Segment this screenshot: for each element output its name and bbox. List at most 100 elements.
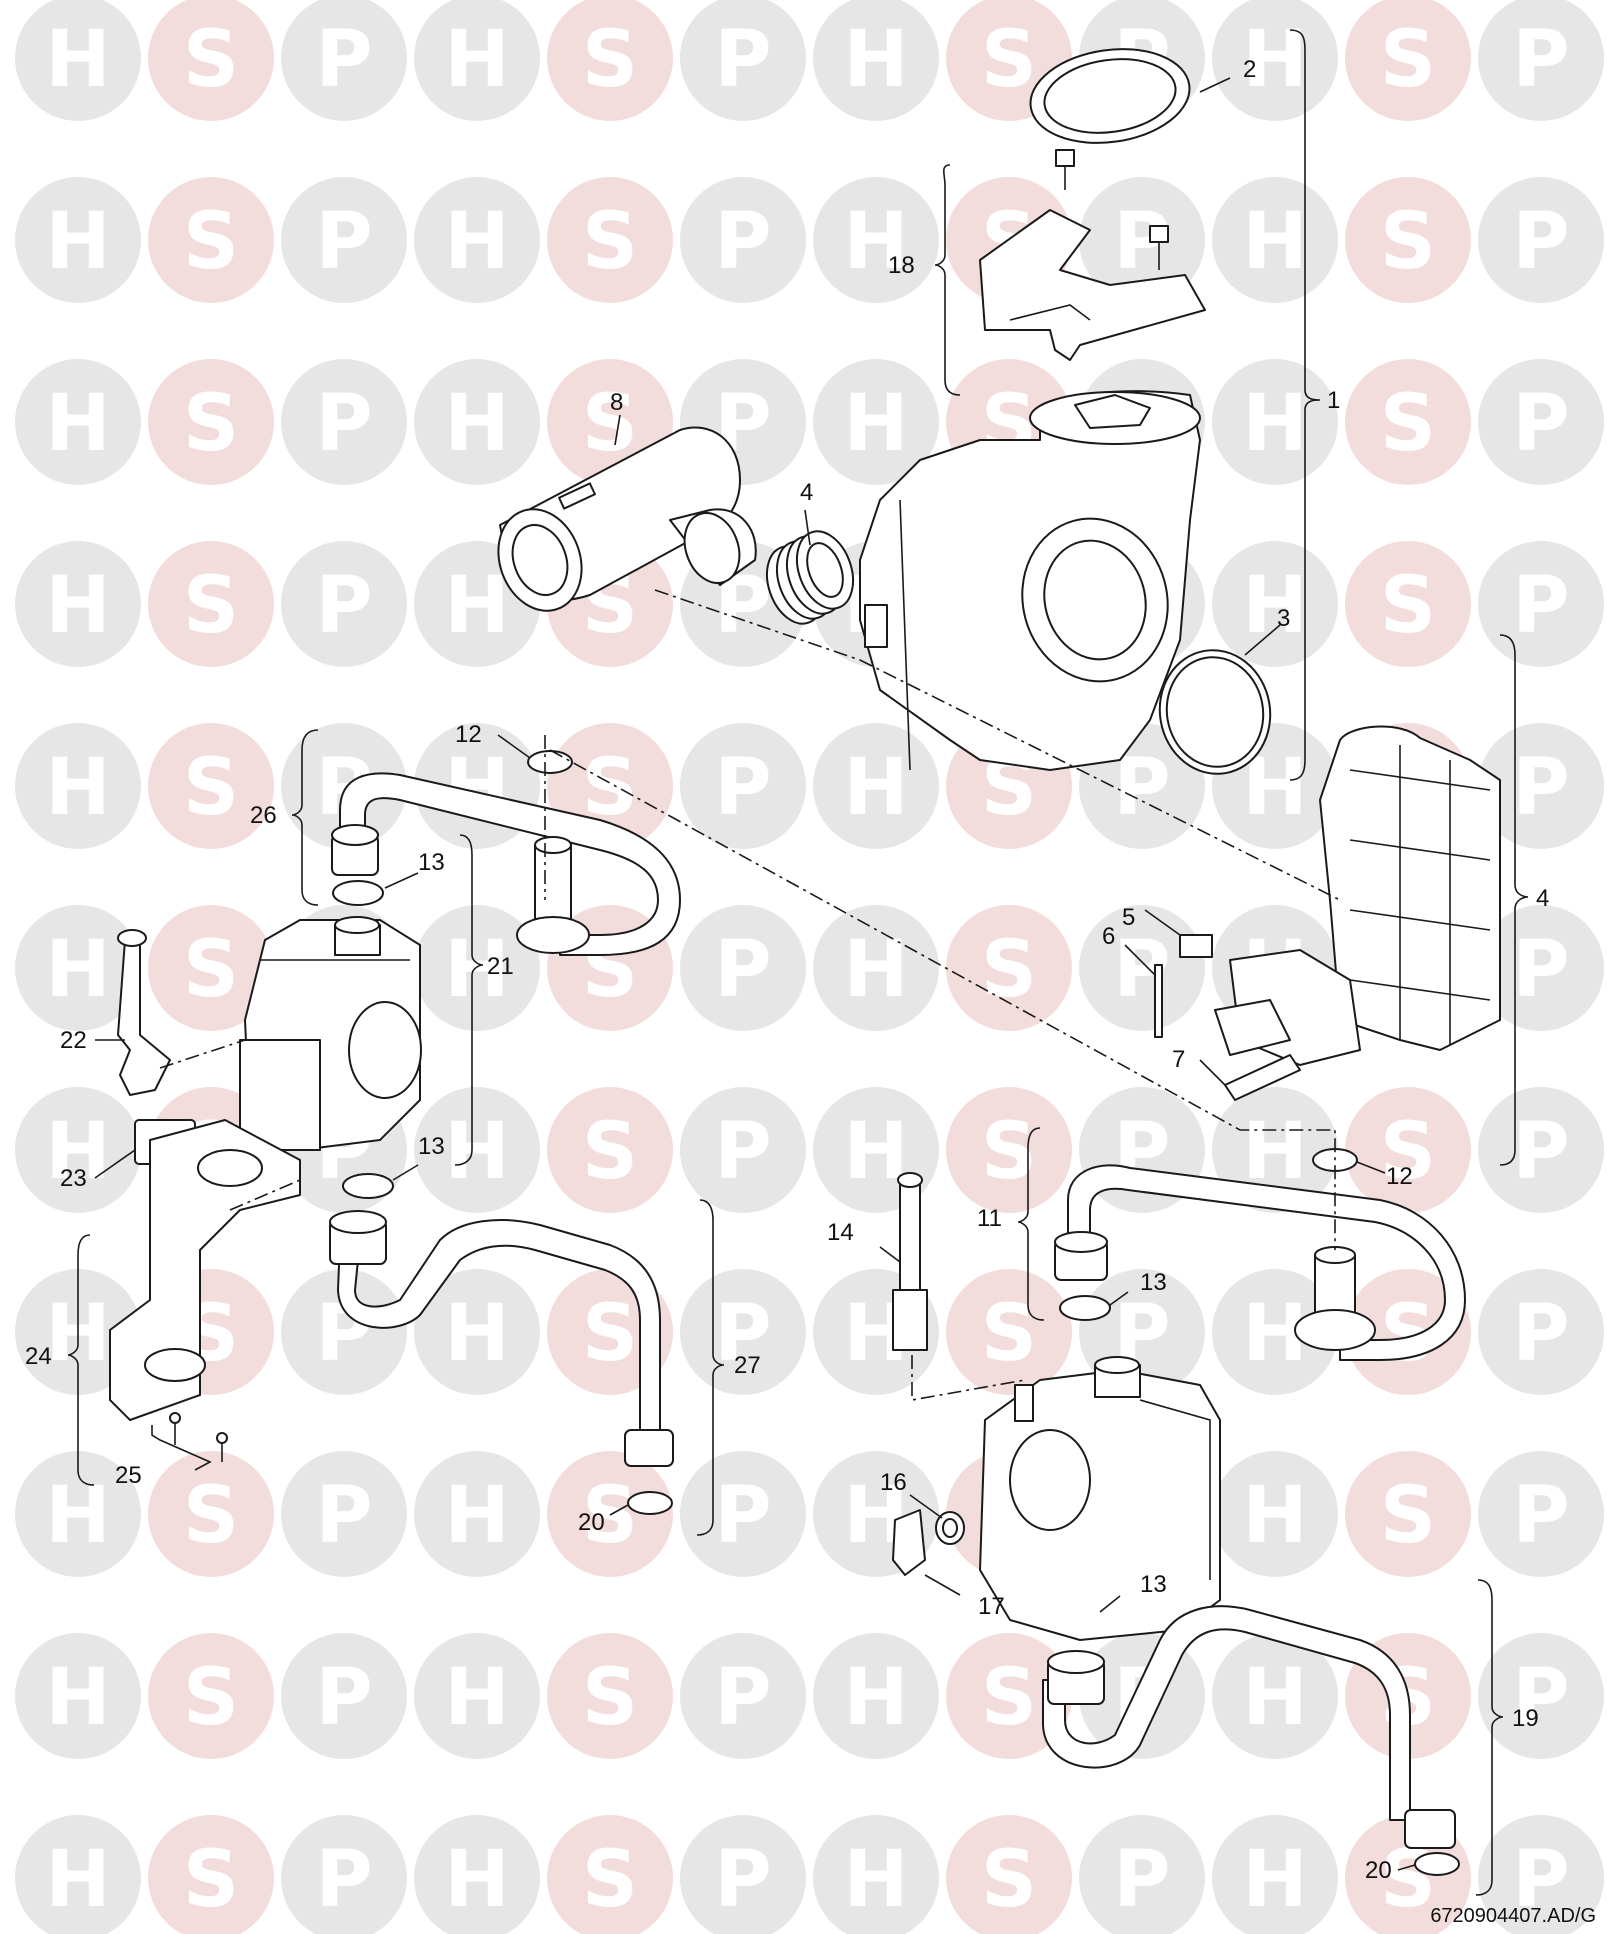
watermark-circle xyxy=(813,1633,939,1759)
air-intake-pipe-part xyxy=(497,426,757,612)
watermark-circle xyxy=(15,905,141,1031)
watermark-circle xyxy=(414,905,540,1031)
watermark-letter: H xyxy=(1242,561,1307,651)
watermark-letter: P xyxy=(1512,1289,1569,1379)
watermark-letter: H xyxy=(45,1471,110,1561)
watermark-letter: P xyxy=(1512,1835,1569,1925)
callout-13-c: 13 xyxy=(1140,1269,1167,1296)
watermark-letter: H xyxy=(843,379,908,469)
watermark-circle xyxy=(281,177,407,303)
watermark-circle xyxy=(680,0,806,121)
seal-ring-part xyxy=(1029,48,1191,144)
watermark-letter: S xyxy=(981,15,1037,105)
fan-housing-part xyxy=(859,390,1201,771)
watermark-circle xyxy=(680,1633,806,1759)
watermark-letter: H xyxy=(1242,1471,1307,1561)
watermark-letter: S xyxy=(1380,379,1436,469)
watermark-letter: P xyxy=(1113,1835,1170,1925)
callout-21: 21 xyxy=(487,953,514,980)
watermark-letter: S xyxy=(981,1835,1037,1925)
watermark-circle xyxy=(15,177,141,303)
watermark-letter: H xyxy=(45,15,110,105)
watermark-circle xyxy=(1079,177,1205,303)
watermark-circle xyxy=(414,0,540,121)
callout-3: 3 xyxy=(1277,605,1290,632)
watermark-letter: S xyxy=(582,1289,638,1379)
watermark-circle xyxy=(1478,1815,1604,1934)
watermark-circle xyxy=(547,1633,673,1759)
watermark-circle xyxy=(813,0,939,121)
watermark-letter: P xyxy=(1512,379,1569,469)
watermark-letter: S xyxy=(981,925,1037,1015)
watermark-circle xyxy=(15,0,141,121)
watermark-circle xyxy=(281,0,407,121)
watermark-circle xyxy=(1478,359,1604,485)
watermark-circle xyxy=(148,359,274,485)
gas-valve-right-part xyxy=(979,1356,1221,1641)
callout-17: 17 xyxy=(978,1593,1005,1620)
group-brackets xyxy=(67,29,1529,1896)
watermark-letter: H xyxy=(444,197,509,287)
watermark-circle xyxy=(1478,1451,1604,1577)
callout-4-bellows: 4 xyxy=(800,479,813,506)
watermark-letter: P xyxy=(315,15,372,105)
watermark-circle xyxy=(148,1815,274,1934)
watermark-letter: P xyxy=(1512,561,1569,651)
callout-5: 5 xyxy=(1122,904,1135,931)
pin-part xyxy=(1154,964,1163,1038)
watermark-letter: H xyxy=(1242,1653,1307,1743)
watermark-circle xyxy=(1478,541,1604,667)
callout-labels: 1 2 3 4 4 5 6 7 8 11 12 12 13 13 13 13 1… xyxy=(25,56,1549,1884)
gas-pipe-26-part xyxy=(331,772,681,956)
watermark-letter: S xyxy=(183,561,239,651)
watermark-circle xyxy=(414,1269,540,1395)
washer-20-left-part xyxy=(627,1491,673,1515)
watermark-circle xyxy=(15,1087,141,1213)
watermark-letter: H xyxy=(444,1471,509,1561)
watermark-letter: S xyxy=(1380,561,1436,651)
electrode-14-part xyxy=(892,1172,928,1351)
watermark-letter: P xyxy=(714,925,771,1015)
watermark-letter: P xyxy=(1512,743,1569,833)
watermark-circle xyxy=(148,0,274,121)
callout-4-venturi: 4 xyxy=(1536,885,1549,912)
watermark-circle xyxy=(680,723,806,849)
watermark-circle xyxy=(15,723,141,849)
gas-pipe-19-part xyxy=(1042,1605,1456,1849)
watermark-circle xyxy=(414,1451,540,1577)
gas-pipe-27-part xyxy=(329,1210,674,1467)
callout-22: 22 xyxy=(60,1027,87,1054)
watermark-letter: S xyxy=(582,1107,638,1197)
watermark-letter: S xyxy=(1380,197,1436,287)
watermark-circle xyxy=(1478,1633,1604,1759)
watermark-circle xyxy=(1345,0,1471,121)
watermark-letter: S xyxy=(582,1471,638,1561)
watermark-circle xyxy=(281,1633,407,1759)
watermark-letter: S xyxy=(1380,15,1436,105)
watermark-letter: H xyxy=(843,1653,908,1743)
callout-20-left: 20 xyxy=(578,1509,605,1536)
watermark-letter: S xyxy=(1380,1835,1436,1925)
watermark-circle xyxy=(1345,541,1471,667)
bracket-part xyxy=(979,149,1206,361)
watermark-circle xyxy=(1345,1451,1471,1577)
watermark-circle xyxy=(547,177,673,303)
watermark-circle xyxy=(414,177,540,303)
watermark-letter: P xyxy=(315,197,372,287)
watermark-letter: H xyxy=(843,15,908,105)
watermark-letter: H xyxy=(444,379,509,469)
watermark-letter: S xyxy=(981,1653,1037,1743)
watermark-letter: H xyxy=(444,925,509,1015)
watermark-circle xyxy=(1212,1269,1338,1395)
watermark-letter: P xyxy=(315,1835,372,1925)
watermark-letter: P xyxy=(1113,743,1170,833)
watermark-circle xyxy=(15,359,141,485)
bellows-coupling-part xyxy=(765,530,855,625)
watermark-letter: P xyxy=(1512,15,1569,105)
watermark-letter: P xyxy=(1512,197,1569,287)
watermark-circle xyxy=(1478,1087,1604,1213)
callout-14: 14 xyxy=(827,1219,854,1246)
watermark-circle xyxy=(680,905,806,1031)
watermark-letter: S xyxy=(183,197,239,287)
callout-8: 8 xyxy=(610,389,623,416)
